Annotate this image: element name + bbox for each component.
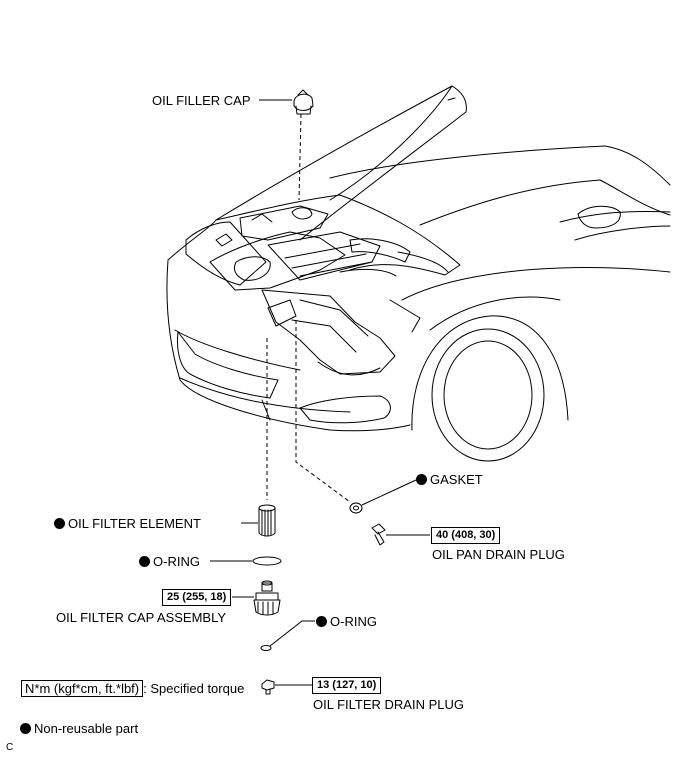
torque-oil-filter-drain-plug: 13 (127, 10) bbox=[312, 677, 382, 694]
oil-filler-cap-part bbox=[293, 89, 314, 115]
non-reusable-icon bbox=[20, 723, 31, 734]
label-o-ring-upper-group: O-RING bbox=[139, 554, 200, 569]
headlamp bbox=[185, 221, 267, 286]
label-oil-filler-cap: OIL FILLER CAP bbox=[152, 93, 251, 108]
oil-pan-drain-plug-part bbox=[371, 523, 386, 546]
label-gasket: GASKET bbox=[430, 472, 483, 487]
label-gasket-group: GASKET bbox=[416, 472, 483, 487]
torque-oil-filter-cap-assembly: 25 (255, 18) bbox=[162, 589, 232, 606]
legend-torque-unit: N*m (kgf*cm, ft.*lbf) bbox=[21, 680, 144, 697]
windshield bbox=[329, 145, 671, 186]
corner-mark: C bbox=[6, 742, 14, 753]
label-oil-filter-element: OIL FILTER ELEMENT bbox=[68, 516, 201, 531]
lower-grille bbox=[177, 331, 279, 399]
o-ring-upper-part bbox=[252, 556, 282, 566]
engine-bay bbox=[215, 194, 461, 276]
engine-assembly bbox=[209, 205, 449, 376]
label-oil-filter-element-group: OIL FILTER ELEMENT bbox=[54, 516, 201, 531]
legend-non-reusable: Non-reusable part bbox=[20, 721, 138, 736]
side-mirror bbox=[577, 205, 621, 229]
wheel-arch bbox=[411, 315, 569, 431]
front-bumper bbox=[166, 259, 411, 432]
leader-gasket bbox=[361, 479, 417, 506]
non-reusable-icon bbox=[416, 474, 427, 485]
non-reusable-icon bbox=[316, 616, 327, 627]
oil-filter-drain-plug-part bbox=[261, 679, 275, 695]
non-reusable-icon bbox=[54, 518, 65, 529]
front-wheel bbox=[431, 328, 545, 462]
label-o-ring-upper: O-RING bbox=[153, 554, 200, 569]
dash-filler-cap bbox=[298, 113, 302, 201]
legend-torque: N*m (kgf*cm, ft.*lbf): Specified torque bbox=[21, 680, 245, 697]
non-reusable-icon bbox=[139, 556, 150, 567]
label-oil-filter-cap-assembly: OIL FILTER CAP ASSEMBLY bbox=[56, 610, 227, 625]
gasket-part bbox=[349, 502, 363, 514]
label-o-ring-lower: O-RING bbox=[330, 614, 377, 629]
hood-outline bbox=[215, 85, 467, 241]
label-o-ring-lower-group: O-RING bbox=[316, 614, 377, 629]
front-fender bbox=[401, 266, 671, 301]
legend-torque-desc: : Specified torque bbox=[143, 681, 245, 696]
torque-oil-pan-drain-plug: 40 (408, 30) bbox=[431, 527, 501, 544]
dash-gasket bbox=[295, 320, 351, 503]
oil-filter-cap-assembly-part bbox=[253, 580, 281, 616]
label-oil-pan-drain-plug: OIL PAN DRAIN PLUG bbox=[432, 547, 565, 562]
o-ring-lower-part bbox=[260, 645, 272, 651]
label-oil-filter-drain-plug: OIL FILTER DRAIN PLUG bbox=[313, 697, 464, 712]
leader-o-ring-lower bbox=[269, 620, 315, 647]
legend-non-reusable-text: Non-reusable part bbox=[34, 721, 139, 736]
oil-filter-element-part bbox=[258, 504, 276, 537]
